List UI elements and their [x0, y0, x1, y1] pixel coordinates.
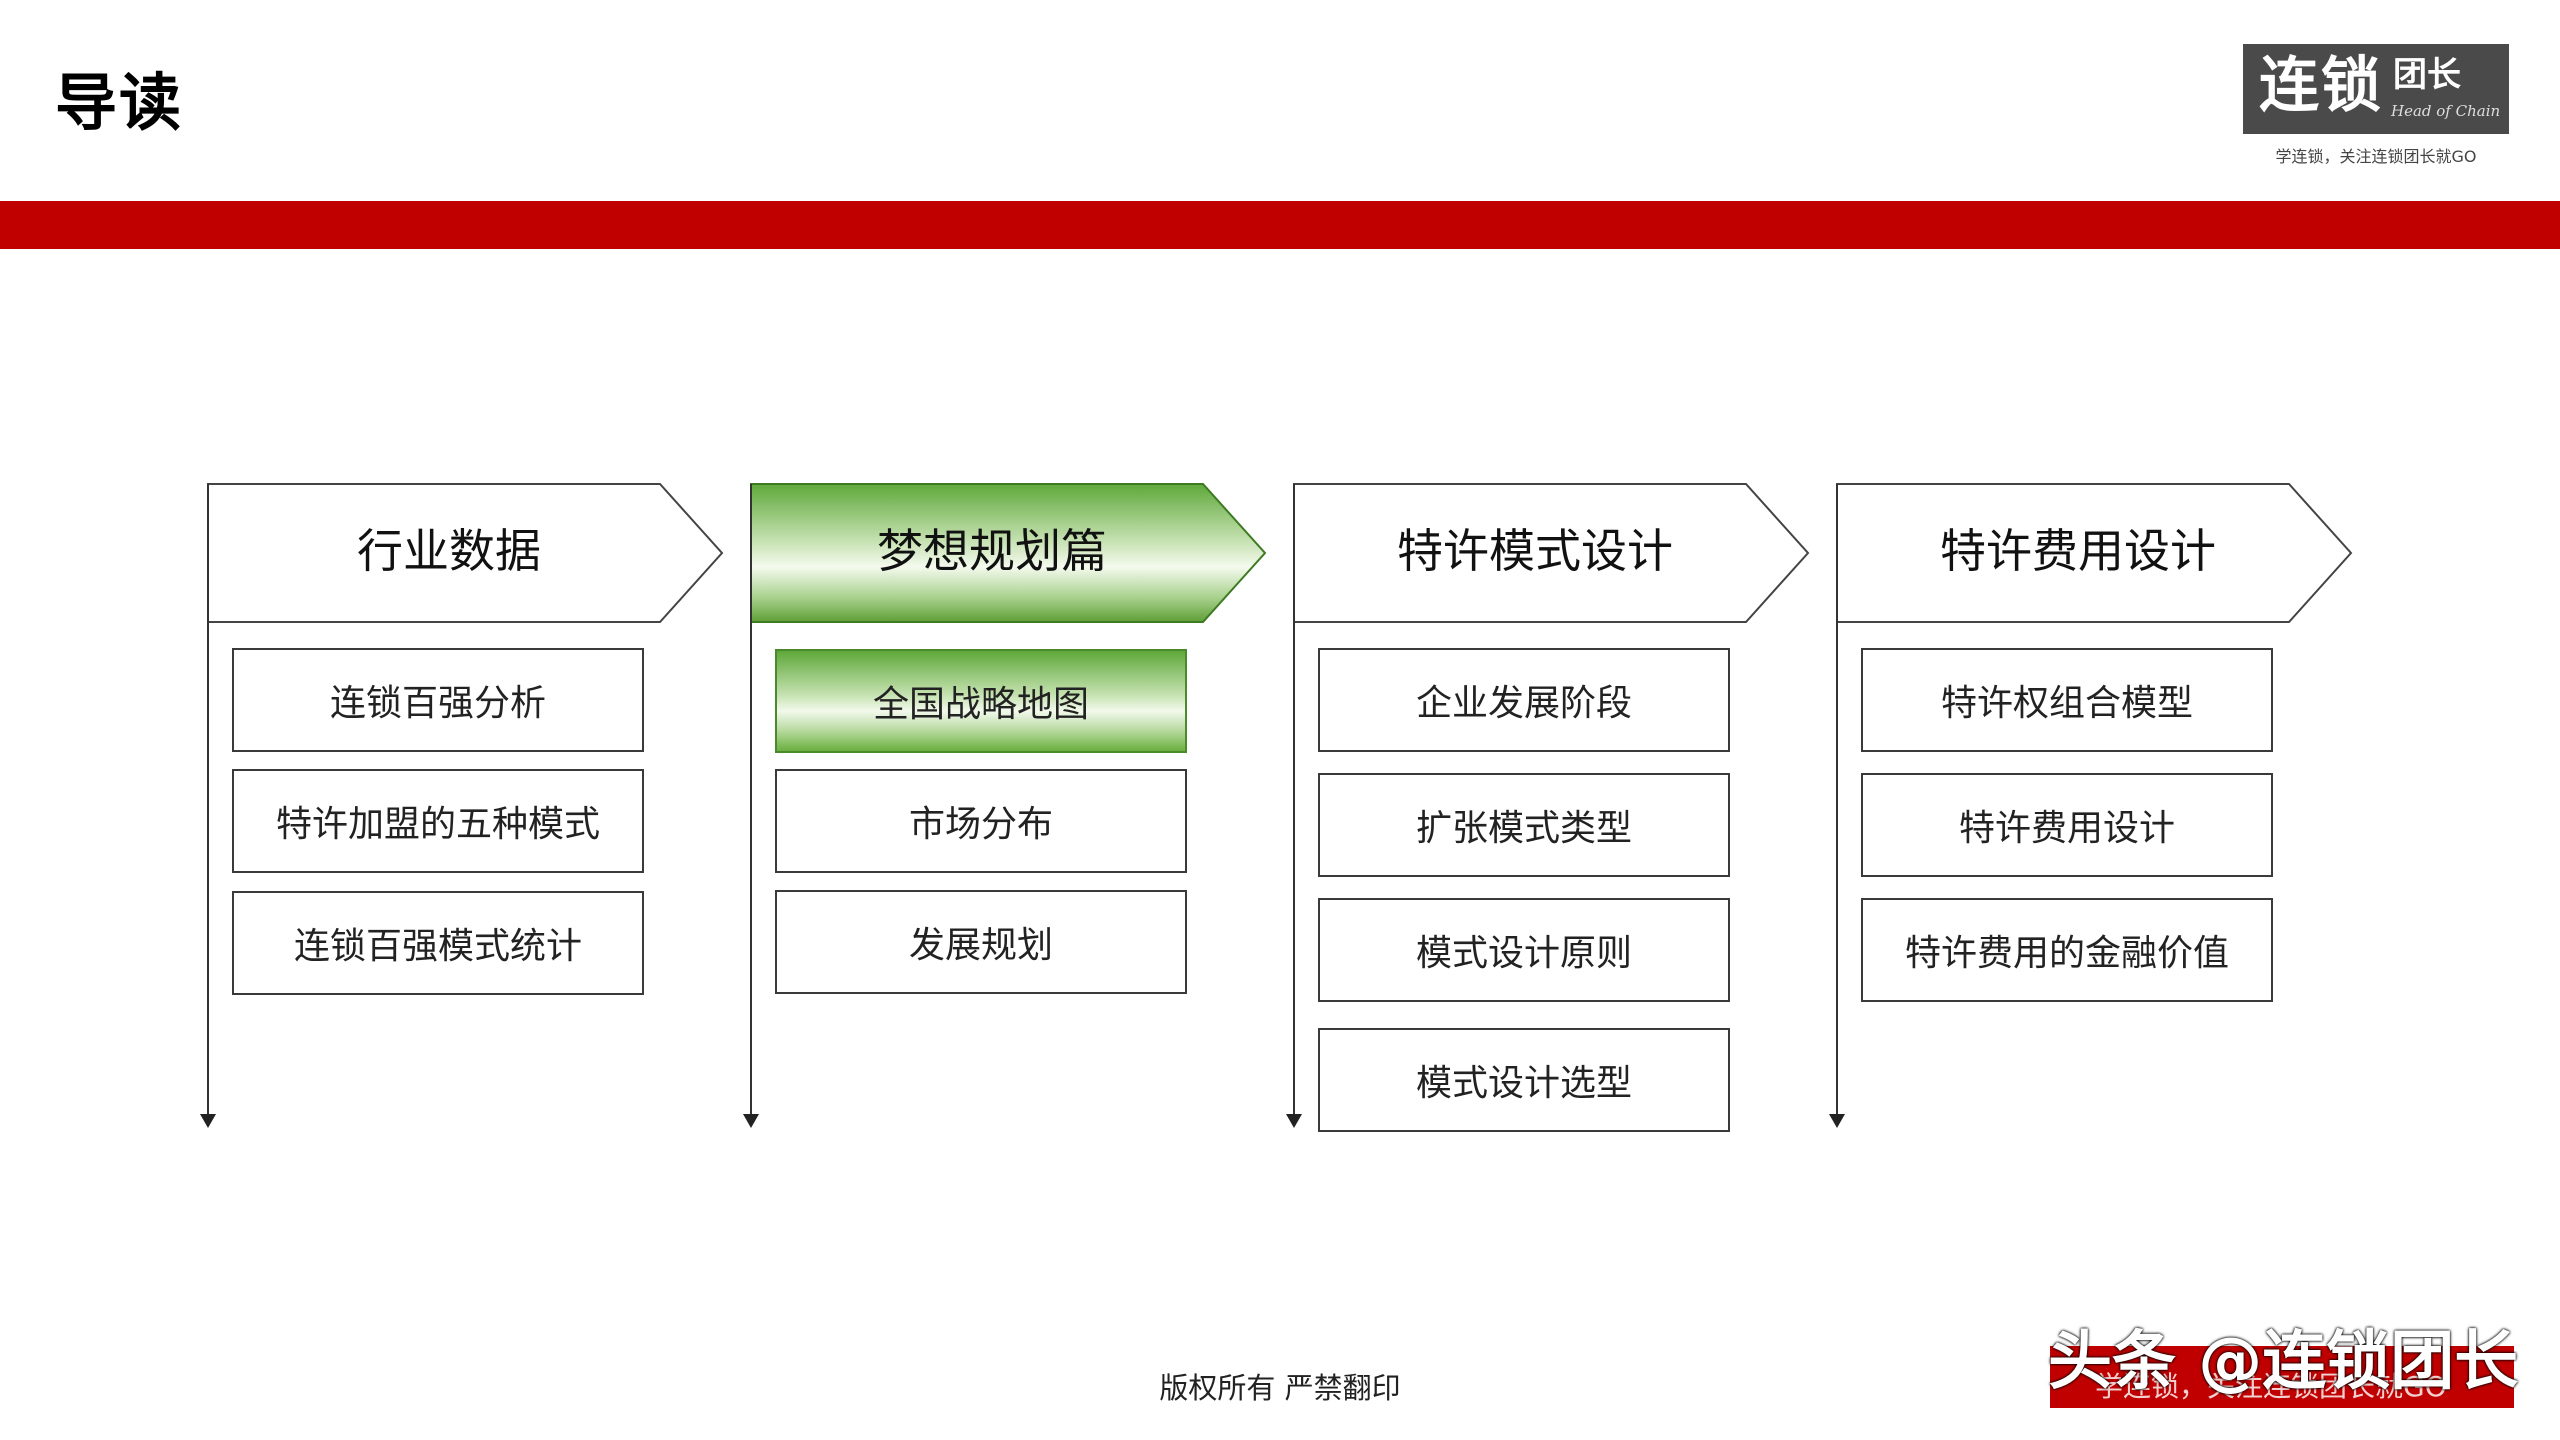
- brand-logo: 连锁 团长 Head of Chain: [2243, 44, 2509, 134]
- column-heading[interactable]: 行业数据: [357, 524, 541, 578]
- page-title: 导读: [55, 66, 184, 139]
- timeline-arrow-icon: [200, 1114, 216, 1128]
- timeline-arrow-icon: [743, 1114, 759, 1128]
- column-item-button[interactable]: 连锁百强模式统计: [232, 891, 644, 995]
- header-red-band: [0, 201, 2560, 249]
- column-item-button[interactable]: 企业发展阶段: [1318, 648, 1730, 752]
- column-item-button[interactable]: 扩张模式类型: [1318, 773, 1730, 877]
- logo-slogan: 学连锁，关注连锁团长就GO: [2275, 147, 2477, 166]
- column-item-button[interactable]: 模式设计原则: [1318, 898, 1730, 1002]
- column-item-button[interactable]: 特许费用的金融价值: [1861, 898, 2273, 1002]
- column-item-button[interactable]: 特许费用设计: [1861, 773, 2273, 877]
- column-item-button[interactable]: 特许加盟的五种模式: [232, 769, 644, 873]
- timeline-arrow-icon: [1829, 1114, 1845, 1128]
- column-item-button[interactable]: 市场分布: [775, 769, 1187, 873]
- column-heading[interactable]: 梦想规划篇: [877, 524, 1107, 578]
- watermark-band: [2050, 1346, 2514, 1408]
- column-heading[interactable]: 特许费用设计: [1940, 524, 2216, 578]
- column-item-button[interactable]: 模式设计选型: [1318, 1028, 1730, 1132]
- column-item-button[interactable]: 发展规划: [775, 890, 1187, 994]
- logo-main-text: 连锁: [2259, 51, 2383, 121]
- footer-copyright: 版权所有 严禁翻印: [1159, 1371, 1401, 1405]
- logo-sub-text: 团长: [2393, 55, 2461, 95]
- column-item-button[interactable]: 特许权组合模型: [1861, 648, 2273, 752]
- column-item-button[interactable]: 连锁百强分析: [232, 648, 644, 752]
- watermark-main-text: 头条 @连锁团长: [2048, 1325, 2519, 1399]
- logo-english-text: Head of Chain: [2391, 102, 2501, 120]
- timeline-arrow-icon: [1286, 1114, 1302, 1128]
- watermark-sub-text: 学连锁，关注连锁团长就GO: [2095, 1370, 2447, 1403]
- column-heading[interactable]: 特许模式设计: [1397, 524, 1673, 578]
- column-item-button[interactable]: 全国战略地图: [775, 649, 1187, 753]
